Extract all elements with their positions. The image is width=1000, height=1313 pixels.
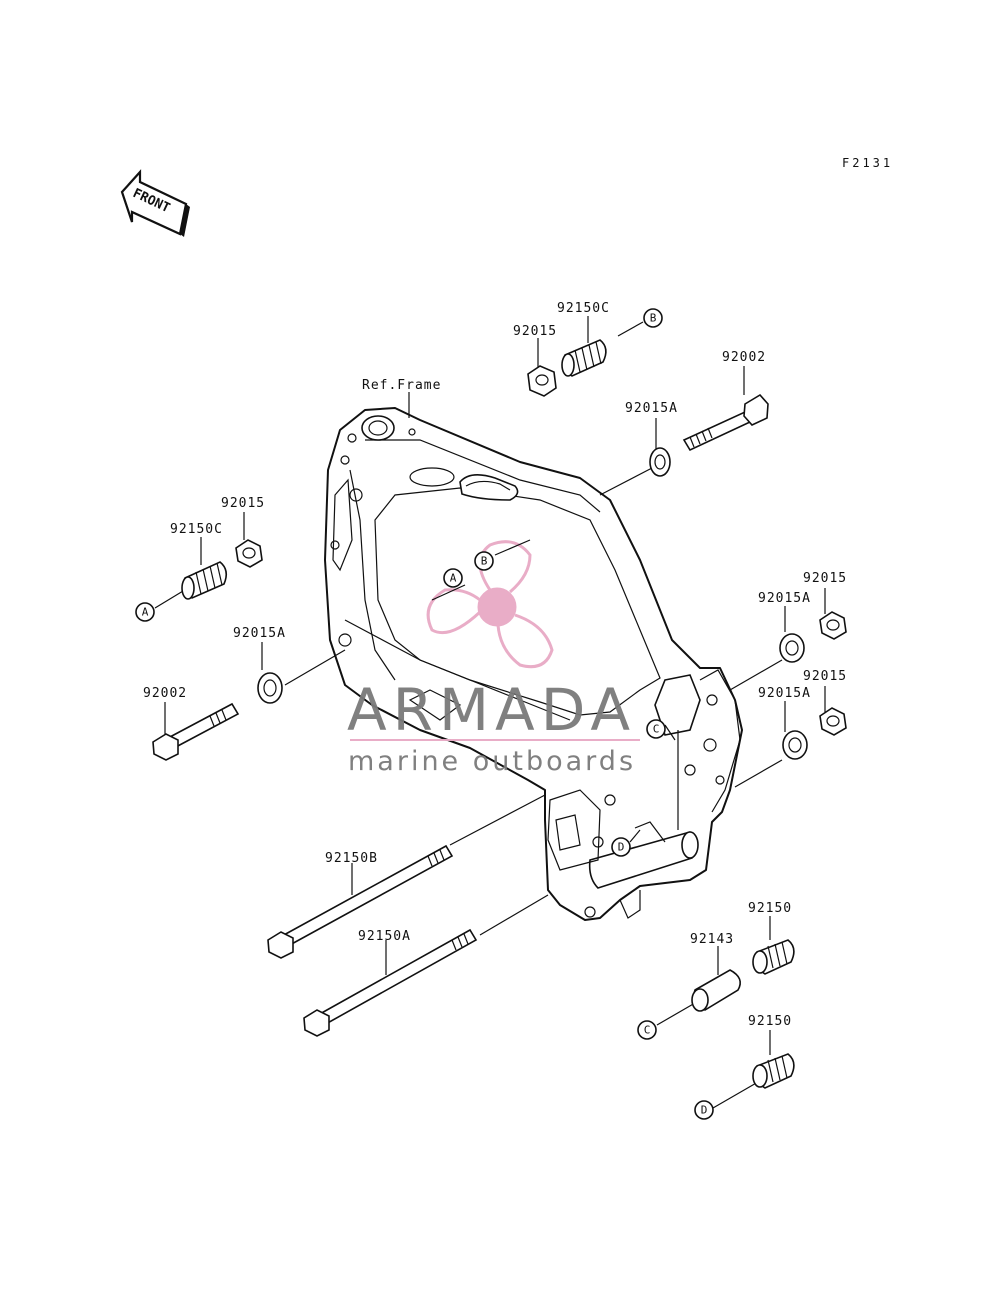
collar-92143 <box>691 969 741 1012</box>
nut-92015-left <box>235 539 263 568</box>
watermark-brand: ARMADA <box>347 676 636 744</box>
watermark-tagline: marine outboards <box>348 746 636 777</box>
label-92015-r2: 92015 <box>803 669 847 684</box>
callout-c-frame: C <box>646 719 666 739</box>
collar-92150-upper <box>752 939 795 975</box>
bolt-92002-right <box>682 393 769 452</box>
watermark: ARMADA marine outboards <box>347 540 640 777</box>
leader-lines <box>154 316 826 1109</box>
label-92015a-right: 92015A <box>625 401 678 416</box>
svg-text:A: A <box>142 606 149 619</box>
svg-text:D: D <box>618 841 625 854</box>
label-92150a: 92150A <box>358 929 411 944</box>
washer-92015a-r2 <box>782 730 808 760</box>
callout-d-frame: D <box>611 837 631 857</box>
nut-92015-top <box>527 365 557 397</box>
svg-text:A: A <box>450 572 457 585</box>
callout-a-left: A <box>135 602 155 622</box>
label-92002-left: 92002 <box>143 686 187 701</box>
bolt-92150b <box>267 844 454 959</box>
label-92015-r1: 92015 <box>803 571 847 586</box>
front-arrow-icon: FRONT <box>120 169 190 237</box>
svg-text:C: C <box>653 723 660 736</box>
callout-b-frame: B <box>474 551 494 571</box>
frame-illustration <box>324 407 743 921</box>
label-92150-lower: 92150 <box>748 1014 792 1029</box>
svg-text:C: C <box>644 1024 651 1037</box>
label-92150c-left: 92150C <box>170 522 223 537</box>
washer-92015a-right <box>649 447 671 477</box>
label-92150b: 92150B <box>325 851 378 866</box>
label-92143: 92143 <box>690 932 734 947</box>
label-ref-frame: Ref.Frame <box>362 378 441 393</box>
svg-text:B: B <box>650 312 657 325</box>
label-92150c-top: 92150C <box>557 301 610 316</box>
collar-92150c-top <box>561 339 607 377</box>
bolt-92150a <box>303 928 478 1037</box>
label-92015a-r1: 92015A <box>758 591 811 606</box>
label-92002-right: 92002 <box>722 350 766 365</box>
label-92150-upper: 92150 <box>748 901 792 916</box>
figure-id: F2131 <box>842 156 893 170</box>
nut-92015-r2 <box>819 707 847 736</box>
label-92015-left: 92015 <box>221 496 265 511</box>
callout-b-top: B <box>643 308 663 328</box>
collar-92150-lower <box>752 1053 795 1089</box>
callout-d-lower: D <box>694 1100 714 1120</box>
callout-a-frame: A <box>443 568 463 588</box>
washer-92015a-left <box>257 672 283 704</box>
label-92015-top: 92015 <box>513 324 557 339</box>
washer-92015a-r1 <box>779 633 805 663</box>
nut-92015-r1 <box>819 611 847 640</box>
callout-c-lower: C <box>637 1020 657 1040</box>
collar-92150c-left <box>181 561 228 600</box>
label-92015a-left: 92015A <box>233 626 286 641</box>
propeller-logo-icon <box>426 540 554 669</box>
bolt-92002-left <box>152 702 240 761</box>
label-92015a-r2: 92015A <box>758 686 811 701</box>
svg-text:D: D <box>701 1104 708 1117</box>
svg-text:B: B <box>481 555 488 568</box>
